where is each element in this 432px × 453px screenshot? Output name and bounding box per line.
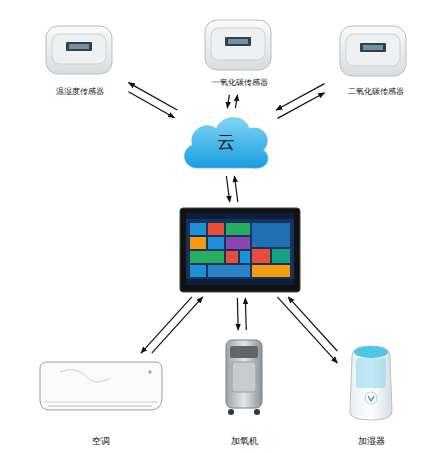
sensor-icon [46, 26, 112, 74]
sensor-icon [340, 26, 406, 76]
device-label: 一氧化碳传感器 [212, 78, 268, 88]
device-box: 加氧机 [216, 334, 272, 450]
arrow-connector [152, 297, 203, 353]
oxygen-machine-picture [226, 340, 262, 415]
sensor-box: 二氧化碳传感器 [328, 20, 424, 100]
arrow-connector [278, 93, 325, 119]
arrow-connector [277, 297, 337, 363]
arrow-connector [234, 176, 237, 202]
device-label: 温湿度传感器 [56, 87, 104, 97]
arrow-connector [141, 297, 192, 353]
device-box: 空调 [35, 356, 167, 450]
humidifier-picture [350, 346, 392, 420]
device-box: 加湿器 [340, 338, 402, 450]
arrow-connector [226, 176, 229, 202]
arrow-connector [128, 83, 177, 110]
sensor-box: 一氧化碳传感器 [195, 15, 285, 91]
device-label: 空调 [92, 436, 110, 447]
arrow-connector [237, 298, 239, 330]
device-label: 加氧机 [231, 436, 258, 447]
air-conditioner-picture [40, 362, 162, 410]
cloud-outline [185, 118, 268, 168]
arrow-connector [227, 95, 229, 108]
arrow-connector [245, 298, 247, 330]
cloud-label: 云 [217, 131, 235, 153]
tablet-node [178, 206, 302, 294]
sensor-box: 温湿度传感器 [35, 20, 125, 100]
cloud-node: 云 [178, 112, 274, 172]
arrow-connector [288, 297, 337, 351]
device-label: 加湿器 [358, 436, 385, 447]
sensor-icon [205, 20, 271, 70]
arrow-connector [235, 95, 237, 108]
device-label: 二氧化碳传感器 [348, 87, 404, 97]
tablet-picture [180, 208, 300, 292]
